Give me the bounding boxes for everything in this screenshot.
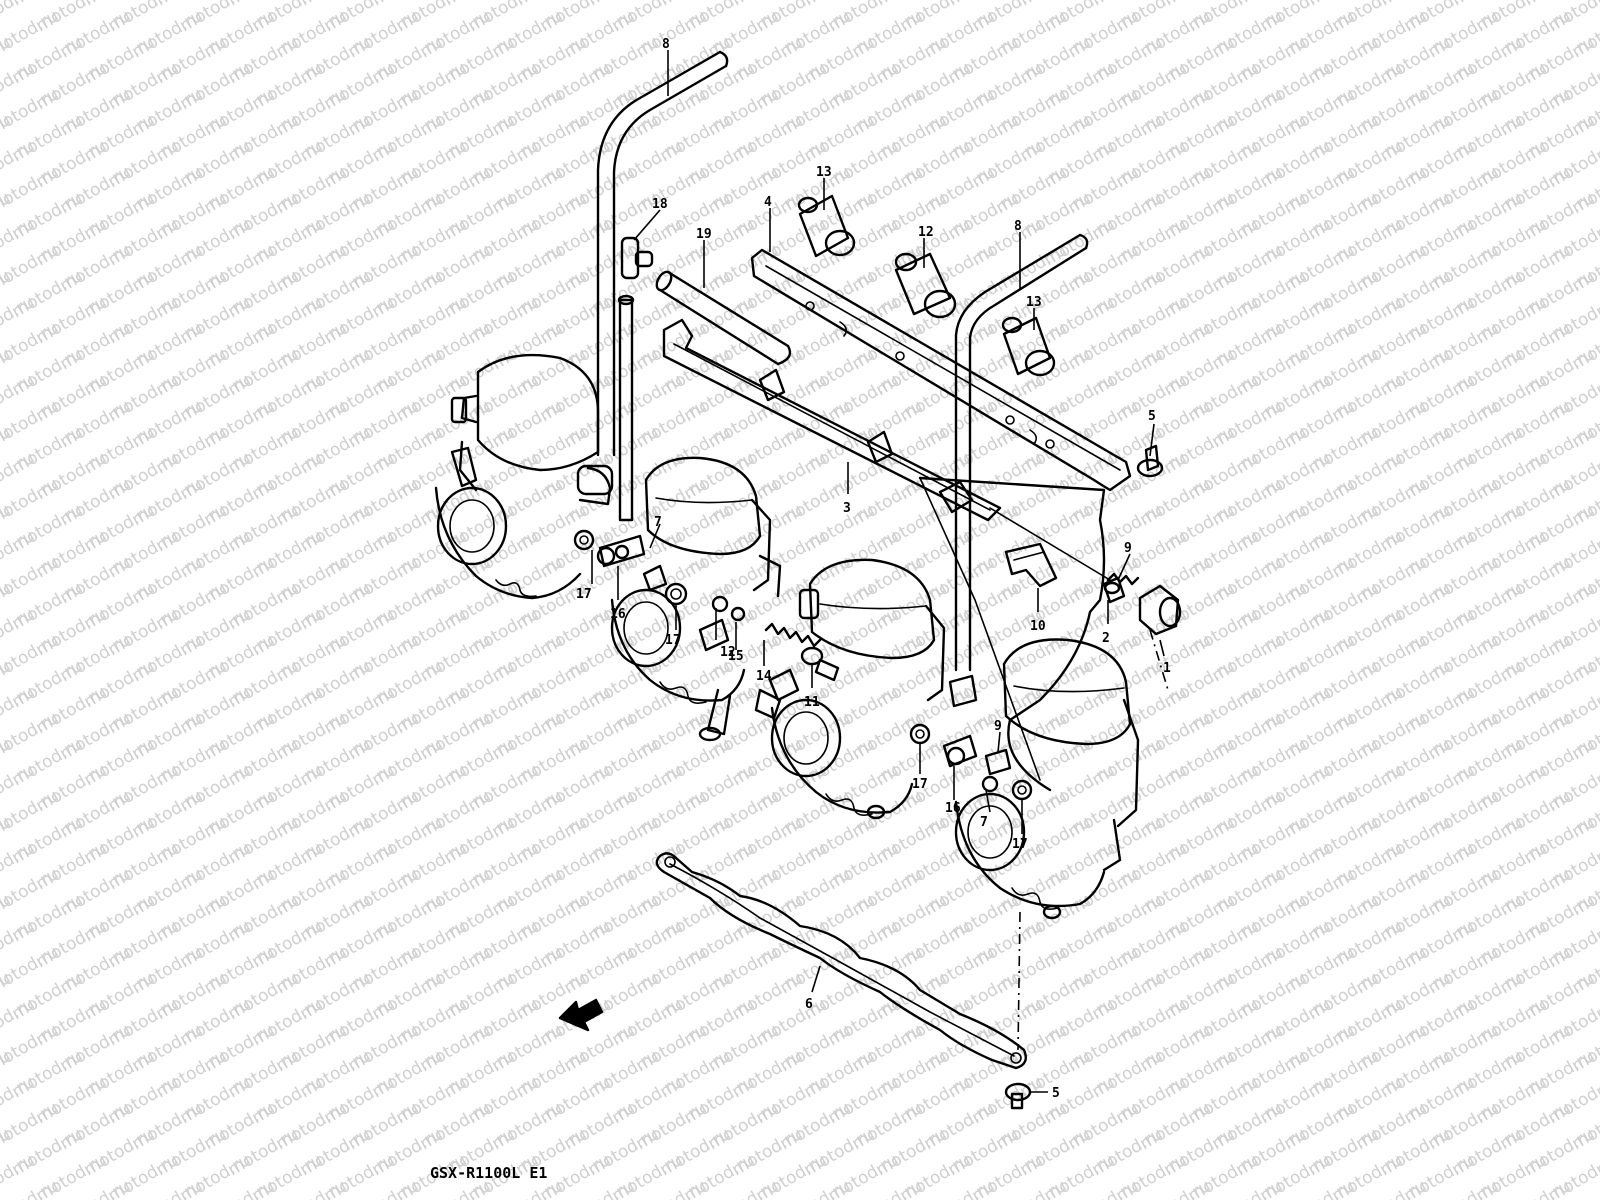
- callout-6: 6: [805, 997, 813, 1012]
- callout-9-lower: 9: [994, 719, 1002, 734]
- callout-1: 1: [1163, 661, 1171, 676]
- callout-16-left: 16: [610, 607, 626, 622]
- callout-13-lower: 13: [1026, 295, 1042, 310]
- model-label: GSX-R1100L E1: [430, 1164, 547, 1182]
- callout-18: 18: [652, 197, 668, 212]
- callout-16-right: 16: [945, 801, 961, 816]
- callout-7-left: 7: [654, 515, 662, 530]
- callout-11: 11: [804, 695, 820, 710]
- callout-12: 12: [918, 225, 934, 240]
- callout-13-upper: 13: [816, 165, 832, 180]
- callout-9-upper: 9: [1124, 541, 1132, 556]
- callout-3: 3: [843, 501, 851, 516]
- callout-7-right-a: 7: [980, 815, 988, 830]
- callout-4: 4: [764, 195, 772, 210]
- callout-17-b: 17: [665, 633, 681, 648]
- callout-2: 2: [1102, 631, 1110, 646]
- callout-15: 15: [728, 649, 744, 664]
- callout-17-c: 17: [912, 777, 928, 792]
- callout-17-a: 17: [576, 587, 592, 602]
- callout-5-lower: 5: [1052, 1086, 1060, 1101]
- callout-5-upper: 5: [1148, 409, 1156, 424]
- callout-19: 19: [696, 227, 712, 242]
- callout-10: 10: [1030, 619, 1046, 634]
- callout-17-d: 17: [1012, 837, 1028, 852]
- callout-8-left: 8: [662, 37, 670, 52]
- callout-14: 14: [756, 669, 772, 684]
- callout-8-right: 8: [1014, 219, 1022, 234]
